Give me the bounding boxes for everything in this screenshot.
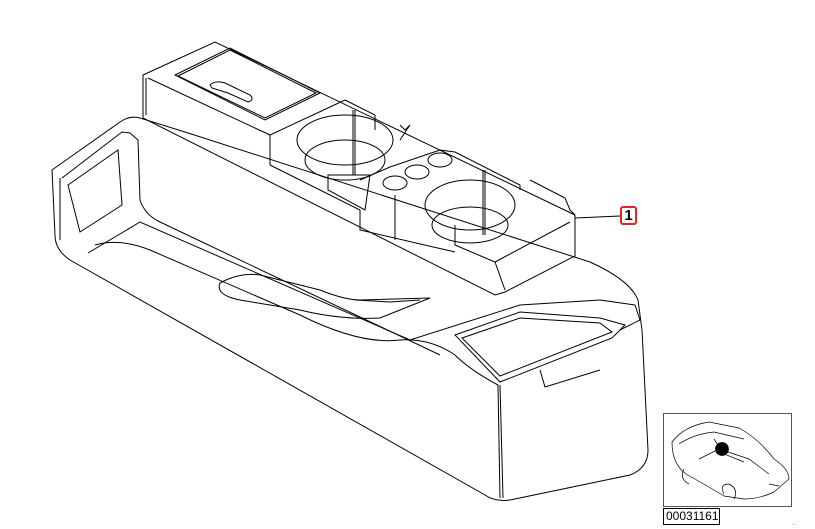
part-callout-1[interactable]: 1 (620, 206, 637, 225)
callout-leader-line (574, 215, 621, 219)
cupholder-module (142, 41, 576, 296)
vehicle-location-thumbnail (663, 413, 792, 507)
console-base (51, 116, 649, 501)
car-location-icon (671, 421, 790, 500)
stray-dot (793, 524, 794, 525)
diagram-reference-number: 00031161 (663, 508, 720, 525)
